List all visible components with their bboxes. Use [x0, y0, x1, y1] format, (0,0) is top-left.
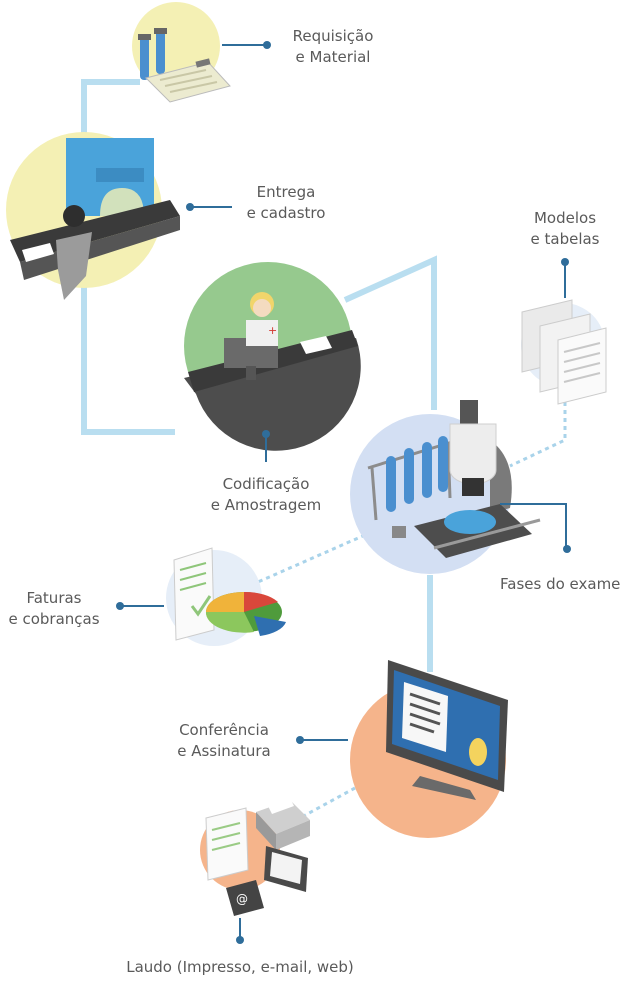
printer-icon — [256, 798, 310, 850]
entrega-illustration — [6, 132, 180, 300]
label-requisicao: Requisição e Material — [292, 27, 374, 66]
faturas-illustration — [166, 547, 286, 646]
codificacao-illustration: + — [184, 262, 361, 451]
svg-text:+: + — [268, 324, 277, 337]
pie-chart-icon — [205, 591, 286, 636]
laudo-illustration: @ — [200, 798, 310, 916]
label-codificacao: Codificação e Amostragem — [210, 475, 322, 514]
label-fases: Fases do exame — [500, 575, 621, 593]
reception-desk-icon — [10, 200, 180, 262]
email-icon: @ — [226, 880, 264, 916]
conferencia-illustration — [350, 660, 508, 838]
microscope-illustration — [350, 400, 541, 574]
label-entrega: Entrega e cadastro — [246, 183, 326, 222]
document-stack-icon — [521, 299, 607, 405]
label-faturas: Faturas e cobranças — [8, 589, 100, 628]
test-tubes-icon — [138, 28, 167, 80]
microscope-icon — [414, 400, 541, 558]
monitor-icon — [386, 660, 508, 800]
label-laudo: Laudo (Impresso, e-mail, web) — [126, 958, 354, 976]
requisicao-illustration — [132, 2, 231, 103]
dotted-links — [257, 378, 567, 820]
clipboard-icon — [145, 58, 231, 103]
computer-icon — [264, 846, 308, 892]
label-conferencia: Conferência e Assinatura — [177, 721, 271, 760]
nurse-icon: + — [246, 292, 278, 346]
label-modelos: Modelos e tabelas — [530, 209, 600, 248]
svg-text:@: @ — [236, 892, 248, 906]
person-icon — [56, 205, 92, 300]
